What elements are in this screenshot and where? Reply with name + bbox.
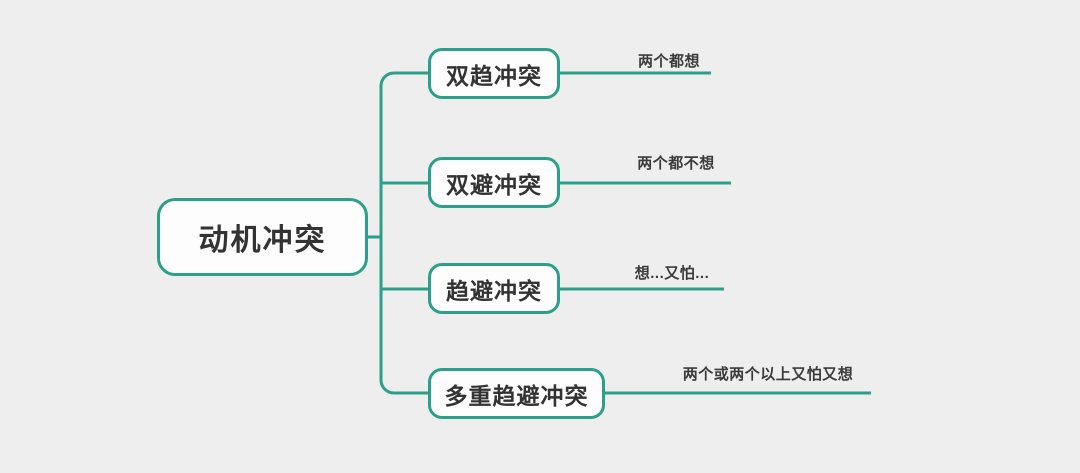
leaf-label-0: 两个都想	[637, 53, 701, 70]
root-node[interactable]: 动机冲突	[157, 198, 368, 276]
leaf-label-1: 两个都不想	[637, 155, 715, 172]
branch-node-0[interactable]: 双趋冲突	[428, 48, 560, 99]
connector-branch-3	[379, 379, 428, 395]
leaf-label-3: 两个或两个以上又怕又想	[682, 366, 854, 383]
branch-node-2[interactable]: 趋避冲突	[428, 263, 560, 314]
branch-node-3[interactable]: 多重趋避冲突	[428, 368, 605, 419]
connector-branch-0	[379, 71, 428, 87]
branch-node-1[interactable]: 双避冲突	[428, 157, 560, 208]
leaf-label-2: 想...又怕...	[634, 265, 710, 282]
